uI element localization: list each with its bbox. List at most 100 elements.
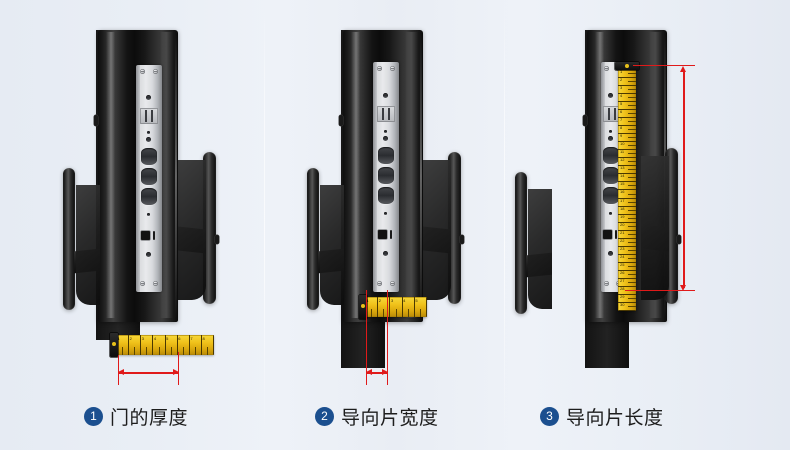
- hole-upper: [608, 93, 613, 98]
- tape-tick-minor: [627, 177, 636, 179]
- tape-tick-major: [618, 149, 636, 151]
- tape-number: 4: [153, 336, 157, 341]
- tape-number: 5: [166, 336, 169, 341]
- tape-tick-minor: [194, 346, 196, 355]
- outer-handle-curve: [423, 160, 451, 300]
- latch-cutout-upper: [140, 108, 158, 124]
- tape-tick-minor: [627, 225, 636, 227]
- extension-line-right: [387, 290, 389, 385]
- tape-tick-major: [618, 85, 636, 87]
- screw-bottom-left: [377, 281, 382, 286]
- tape-tick-major: [618, 125, 636, 127]
- tape-tick-major: [618, 117, 636, 119]
- tape-number: 1: [117, 336, 120, 341]
- bolt-cutout-3: [603, 187, 619, 204]
- caption-label-2: 导向片宽度: [341, 407, 439, 429]
- inner-handle-bar: [307, 168, 319, 310]
- tape-tick-major: [618, 197, 636, 199]
- tape-tick-major: [618, 277, 636, 279]
- tape-number: 24: [620, 253, 625, 259]
- tape-tick-minor: [383, 308, 385, 317]
- tape-tick-major: [618, 213, 636, 215]
- tape-hook-dot: [361, 304, 365, 308]
- pin-hole-a: [609, 130, 612, 133]
- tape-tick-minor: [207, 346, 209, 355]
- tape-hook-dot: [112, 342, 116, 346]
- tape-tick-major: [618, 173, 636, 175]
- caption-2: 2 导向片宽度: [315, 403, 439, 430]
- badge-number-2: 2: [315, 407, 334, 426]
- tape-number: 11: [620, 149, 625, 155]
- tape-tick-minor: [627, 153, 636, 155]
- tape-tick-major: [618, 245, 636, 247]
- outer-handle-bar: [448, 152, 461, 304]
- tape-tick-minor: [627, 121, 636, 123]
- tape-hook: [615, 62, 639, 70]
- tape-tick-major: [164, 335, 166, 355]
- tape-tick-major: [618, 293, 636, 295]
- tape-number: 14: [620, 173, 625, 179]
- tape-number: 5: [620, 101, 623, 107]
- tape-tick-minor: [627, 145, 636, 147]
- screw-top-right: [153, 69, 158, 74]
- dimension-line: [119, 372, 179, 374]
- body-edge-highlight: [175, 34, 177, 318]
- pin-hole-b: [609, 212, 612, 215]
- side-button: [215, 235, 219, 244]
- hole-upper: [146, 95, 151, 100]
- tape-tick-minor: [158, 346, 160, 355]
- body-highlight-left: [106, 32, 115, 318]
- panel-divider-2: [504, 0, 505, 450]
- screw-bottom-right: [153, 281, 158, 286]
- bolt-cutout-1: [378, 147, 394, 164]
- tape-tick-major: [618, 301, 636, 303]
- tape-hook: [359, 295, 367, 319]
- side-port: [339, 115, 343, 126]
- tape-number: 15: [620, 181, 625, 187]
- pin-hole-b: [147, 213, 150, 216]
- tape-tick-minor: [627, 137, 636, 139]
- tape-number: 25: [620, 261, 625, 267]
- body-highlight-left: [351, 32, 360, 318]
- tape-number: 29: [620, 293, 625, 299]
- tape-tick-minor: [627, 169, 636, 171]
- pin-hole-b: [384, 212, 387, 215]
- tape-number: 9: [620, 133, 623, 139]
- tape-tick-minor: [627, 129, 636, 131]
- tape-tick-major: [188, 335, 190, 355]
- tape-tick-major: [176, 335, 178, 355]
- tape-tick-major: [618, 101, 636, 103]
- tape-tick-minor: [627, 265, 636, 267]
- bolt-cutout-2: [603, 167, 619, 184]
- side-port: [583, 115, 587, 126]
- bolt-cutout-2: [141, 168, 157, 185]
- tape-number: 20: [620, 221, 625, 227]
- side-button: [677, 235, 681, 244]
- tape-number: 18: [620, 205, 625, 211]
- bolt-cutout-3: [141, 188, 157, 205]
- inner-handle-bar: [515, 172, 527, 314]
- tape-number: 2: [378, 298, 381, 303]
- tape-tick-minor: [627, 217, 636, 219]
- tape-tick-minor: [627, 257, 636, 259]
- tape-number: 28: [620, 285, 625, 291]
- tape-number: 3: [390, 298, 394, 303]
- extension-line-left: [366, 290, 368, 385]
- tape-tick-major: [618, 253, 636, 255]
- bolt-cutout-2: [378, 167, 394, 184]
- dimension-line: [683, 70, 685, 288]
- panel-divider-1: [264, 0, 265, 450]
- tape-number: 17: [620, 197, 625, 203]
- strike-block: [378, 230, 387, 239]
- tape-tick-major: [426, 297, 427, 317]
- tape-number: 16: [620, 189, 625, 195]
- tape-tick-minor: [627, 249, 636, 251]
- latch-cutout-upper: [603, 106, 620, 122]
- screw-top-left: [377, 66, 382, 71]
- hole-lower: [383, 251, 388, 256]
- extension-line-top: [633, 65, 695, 67]
- tape-tick-minor: [170, 346, 172, 355]
